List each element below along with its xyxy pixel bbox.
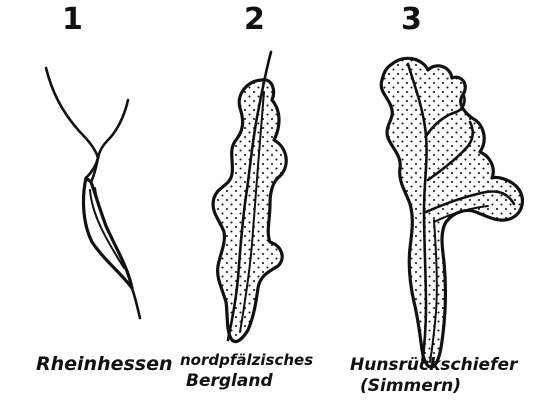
panel-1: 1	[46, 2, 140, 318]
panel-2-drawing	[213, 52, 286, 342]
panel-1-drawing	[46, 68, 140, 318]
panel-1-number: 1	[62, 2, 83, 37]
panel-3-caption-line-2: (Simmern)	[360, 376, 461, 396]
panel-1-caption: Rheinhessen	[36, 353, 173, 375]
panel-3: 3	[381, 2, 522, 367]
panel-3-drawing	[381, 58, 522, 367]
panel-2-caption-line-2: Bergland	[186, 371, 273, 391]
panel-2-caption-line-1: nordpfälzisches	[180, 351, 313, 369]
panel-2-number: 2	[244, 2, 265, 37]
panel-3-number: 3	[401, 2, 422, 37]
panel-3-caption-line-1: Hunsrückschiefer	[350, 355, 519, 375]
panel-2: 2	[213, 2, 286, 342]
